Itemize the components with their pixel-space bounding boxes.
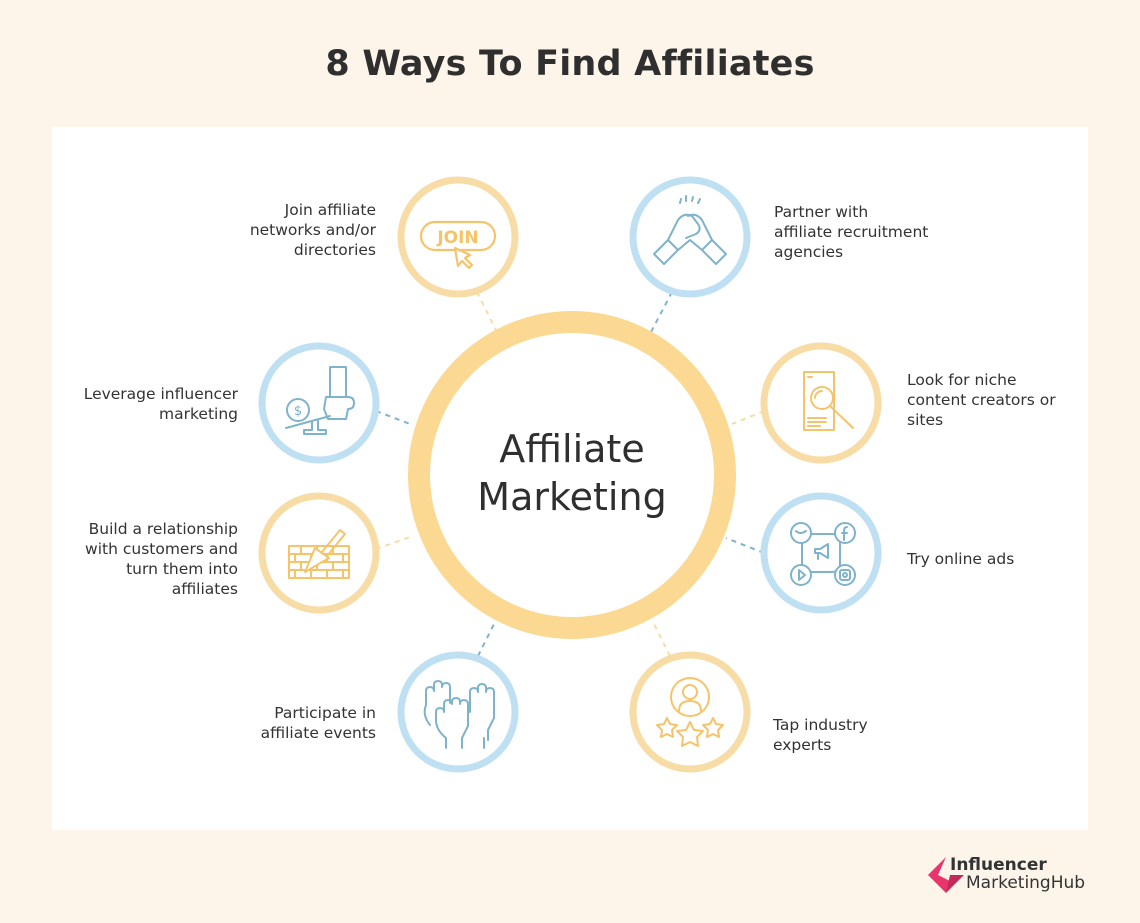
handshake-icon bbox=[653, 195, 727, 265]
connectors bbox=[375, 291, 765, 657]
label-join: Join affiliate networks and/or directori… bbox=[249, 201, 376, 259]
influencer-marketing-hub-logo: Influencer MarketingHub bbox=[928, 855, 1108, 899]
label-participate: Participate in affiliate events bbox=[260, 704, 376, 742]
label-leverage: Leverage influencer marketing bbox=[83, 385, 238, 423]
label-look: Look for niche content creators or sites bbox=[907, 371, 1056, 429]
brick-wall-trowel-icon bbox=[288, 529, 350, 579]
page-title: 8 Ways To Find Affiliates bbox=[325, 44, 815, 84]
circle-participate bbox=[397, 651, 519, 773]
label-tap: Tap industry experts bbox=[773, 716, 868, 754]
svg-text:$: $ bbox=[294, 404, 302, 419]
logo-line-2: MarketingHub bbox=[966, 873, 1086, 893]
raised-hands-icon bbox=[423, 680, 495, 749]
logo-line-1: Influencer bbox=[950, 855, 1047, 875]
item-circles bbox=[258, 176, 882, 773]
label-partner: Partner with affiliate recruitment agenc… bbox=[774, 203, 929, 261]
social-media-ads-icon bbox=[790, 522, 856, 586]
svg-text:JOIN: JOIN bbox=[436, 228, 478, 248]
center-title-line-2: Marketing bbox=[477, 475, 667, 519]
hand-lever-money-icon: $ bbox=[285, 366, 355, 435]
center-ring bbox=[408, 311, 736, 639]
label-build: Build a relationship with customers and … bbox=[85, 520, 238, 598]
circle-tap bbox=[629, 651, 751, 773]
circle-join bbox=[397, 176, 519, 298]
label-ads: Try online ads bbox=[907, 550, 1015, 568]
circle-leverage bbox=[258, 342, 380, 464]
document-search-icon bbox=[803, 371, 854, 431]
center-title-line-1: Affiliate bbox=[499, 427, 645, 471]
join-button-icon: JOIN bbox=[419, 220, 497, 270]
center-title: Affiliate Marketing bbox=[422, 425, 722, 521]
expert-stars-icon bbox=[656, 677, 724, 747]
circle-look bbox=[760, 342, 882, 464]
logo-mark-icon bbox=[928, 857, 964, 893]
